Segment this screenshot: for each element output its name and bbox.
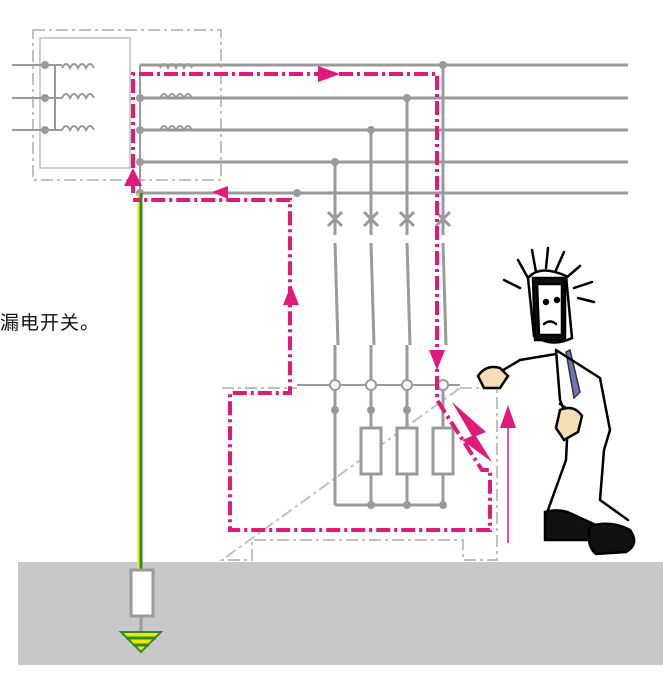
leakage-up-arrow-icon	[500, 405, 516, 428]
caption-rcd-label: 漏电开关。	[0, 312, 101, 334]
load-resistor-icons	[359, 426, 455, 476]
breaker-2-icon	[362, 210, 380, 383]
fault-current-path	[131, 72, 492, 532]
equipment-enclosure	[218, 387, 498, 561]
breaker-3-icon	[398, 210, 416, 383]
bus-lines	[140, 63, 628, 195]
earth-wire	[129, 193, 155, 632]
primary-input-lines	[12, 64, 62, 131]
phase-drops	[333, 65, 445, 210]
ground-slab	[18, 562, 663, 665]
breaker-1-icon	[326, 210, 344, 383]
circuit-breaker-icons	[326, 210, 452, 383]
load-wiring	[297, 384, 460, 507]
cartoon-person-icon	[476, 246, 636, 556]
transformer-icon	[32, 29, 222, 193]
fault-current-arrows	[124, 66, 445, 370]
lightning-bolt-icon	[452, 402, 492, 462]
earth-ground-icon	[118, 631, 164, 654]
